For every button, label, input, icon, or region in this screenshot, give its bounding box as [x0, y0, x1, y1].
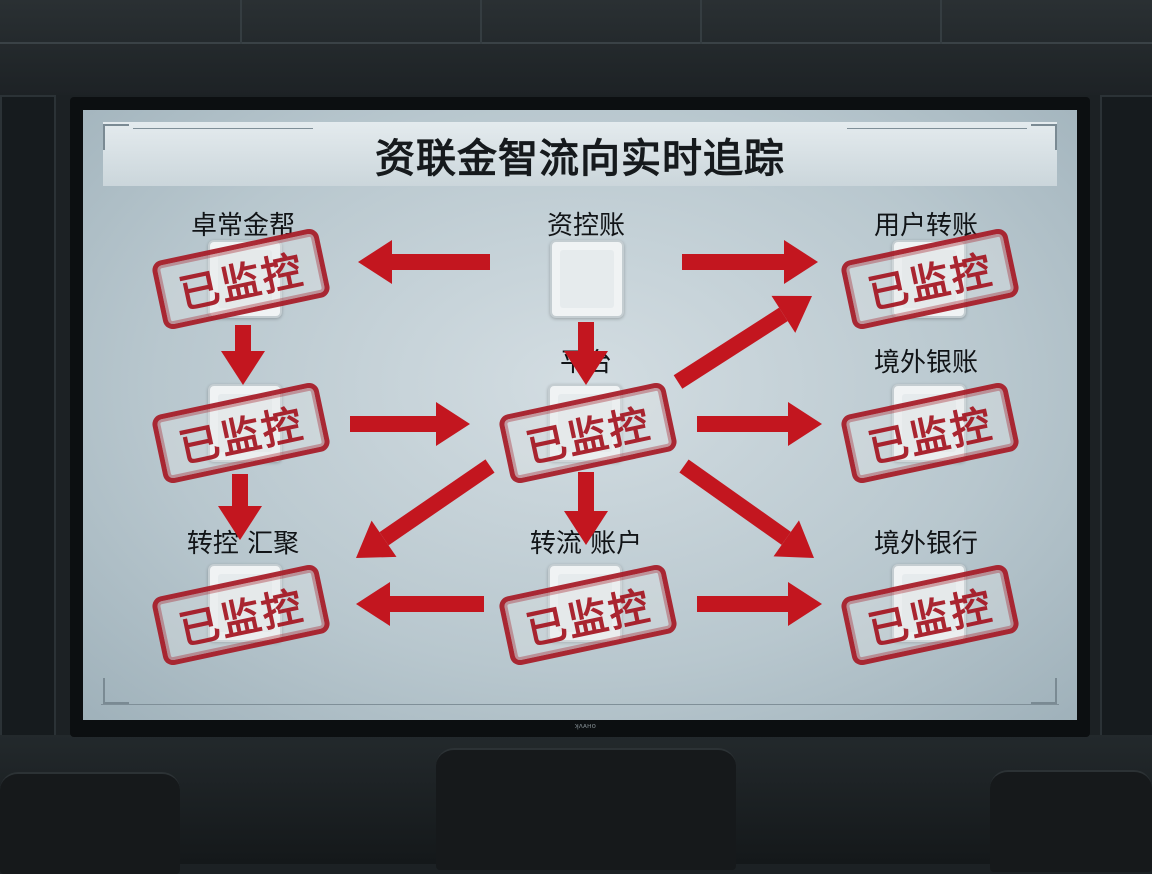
chair-silhouette: [990, 770, 1152, 872]
node-box-bot-center: [548, 564, 622, 642]
node-label-top-right: 用户转账: [873, 211, 978, 241]
node-box-top-left: [208, 240, 282, 318]
corner-ornament-icon: [103, 124, 129, 150]
wall-panel-right: [1100, 95, 1152, 749]
ceiling-seam: [240, 0, 242, 44]
node-box-mid-left: [208, 384, 282, 462]
node-label-bot-left: 转控 汇聚: [186, 529, 300, 559]
node-label-top-center: 资控账: [546, 211, 625, 241]
corner-ornament-icon: [103, 678, 129, 704]
node-box-bot-left: [208, 564, 282, 642]
chair-silhouette: [0, 772, 180, 874]
ceiling: [0, 0, 1152, 95]
node-label-top-left: 卓常金帮: [190, 211, 295, 241]
corner-ornament-icon: [1031, 124, 1057, 150]
node-label-mid-right: 境外银账: [873, 348, 978, 378]
chair-silhouette: [436, 748, 736, 870]
node-box-bot-right: [892, 564, 966, 642]
title-band: [103, 122, 1057, 186]
ceiling-seam: [700, 0, 702, 44]
ceiling-seam: [940, 0, 942, 44]
ceiling-trim: [0, 42, 1152, 44]
node-label-bot-center: 转流 账户: [529, 529, 643, 559]
decorative-line: [133, 128, 313, 129]
node-box-mid-right: [892, 384, 966, 462]
corner-ornament-icon: [1031, 678, 1057, 704]
node-box-top-right: [892, 240, 966, 318]
node-label-bot-right: 境外银行: [873, 529, 978, 559]
tv-brand-logo: ʞʌᴀʜo: [574, 722, 596, 730]
wall-panel-left: [0, 95, 56, 749]
decorative-line: [847, 128, 1027, 129]
diagram-title: 资联金智流向实时追踪: [375, 136, 785, 182]
node-box-mid-center: [548, 384, 622, 462]
ceiling-seam: [480, 0, 482, 44]
node-label-mid-center: 平台: [559, 348, 612, 378]
node-box-top-center: [550, 240, 624, 318]
decorative-line: [101, 704, 1059, 705]
